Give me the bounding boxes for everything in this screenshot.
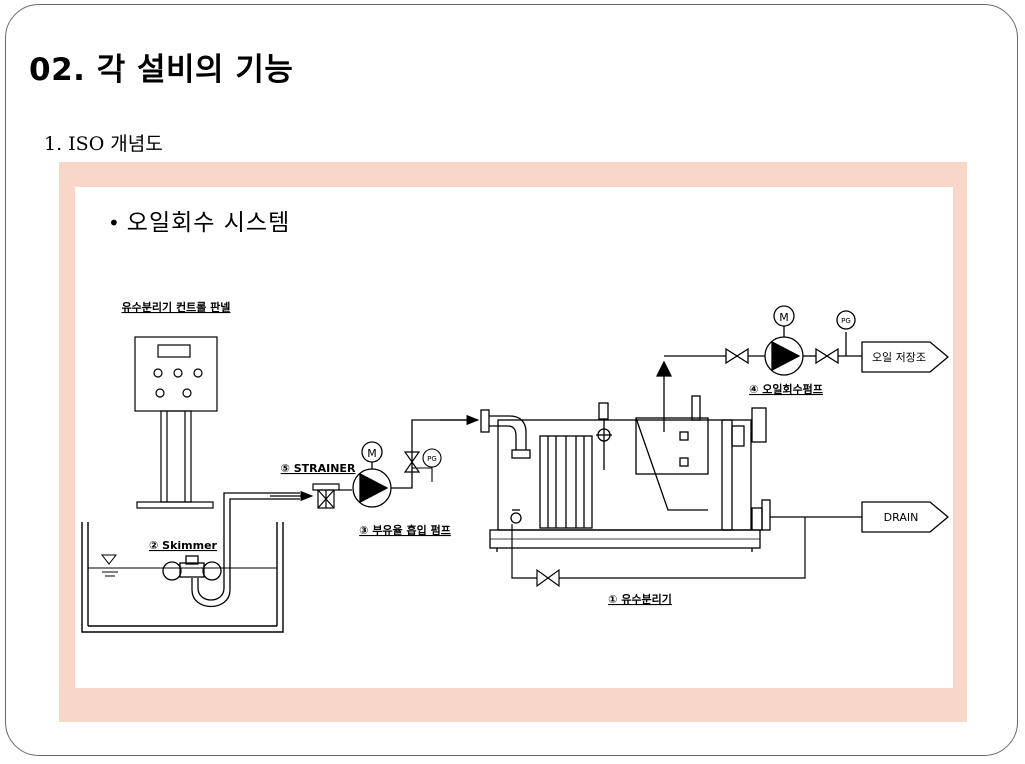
bullet-heading: •오일회수 시스템 (108, 203, 290, 237)
drain-outlet (770, 501, 950, 533)
oil-water-separator (480, 395, 771, 552)
suction-pump-motor: M (367, 447, 377, 460)
bullet-text: 오일회수 시스템 (126, 210, 291, 236)
pressure-gauge-1 (412, 448, 442, 482)
collection-tank (81, 522, 284, 633)
recovery-pump-label: ④ 오일회수펌프 (749, 382, 823, 396)
page-title: 02. 각 설비의 기능 (29, 52, 294, 88)
recovery-pump-motor: M (779, 311, 789, 324)
oil-recovery-line (655, 305, 862, 432)
discharge-valve-1 (403, 451, 421, 473)
pressure-gauge-1-label: PG (427, 455, 437, 463)
section-subtitle: 1. ISO 개념도 (44, 133, 163, 155)
bullet-dot: • (108, 211, 121, 235)
strainer-label: ⑤ STRAINER (281, 462, 356, 475)
pressure-gauge-2-label: PG (841, 317, 851, 325)
skimmer-label: ② Skimmer (149, 539, 218, 552)
skimmer (162, 492, 300, 608)
oil-tank-outlet (861, 341, 950, 373)
separator-label: ① 유수분리기 (608, 592, 672, 606)
strainer (312, 483, 352, 509)
oil-tank-label: 오일 저장조 (872, 350, 926, 364)
suction-pump-label: ③ 부유율 흡입 펌프 (359, 523, 451, 537)
bottom-drain-line (511, 517, 806, 588)
control-panel-label: 유수분리기 컨트롤 판넬 (122, 300, 231, 314)
control-panel (134, 336, 218, 509)
drain-label: DRAIN (884, 511, 919, 524)
